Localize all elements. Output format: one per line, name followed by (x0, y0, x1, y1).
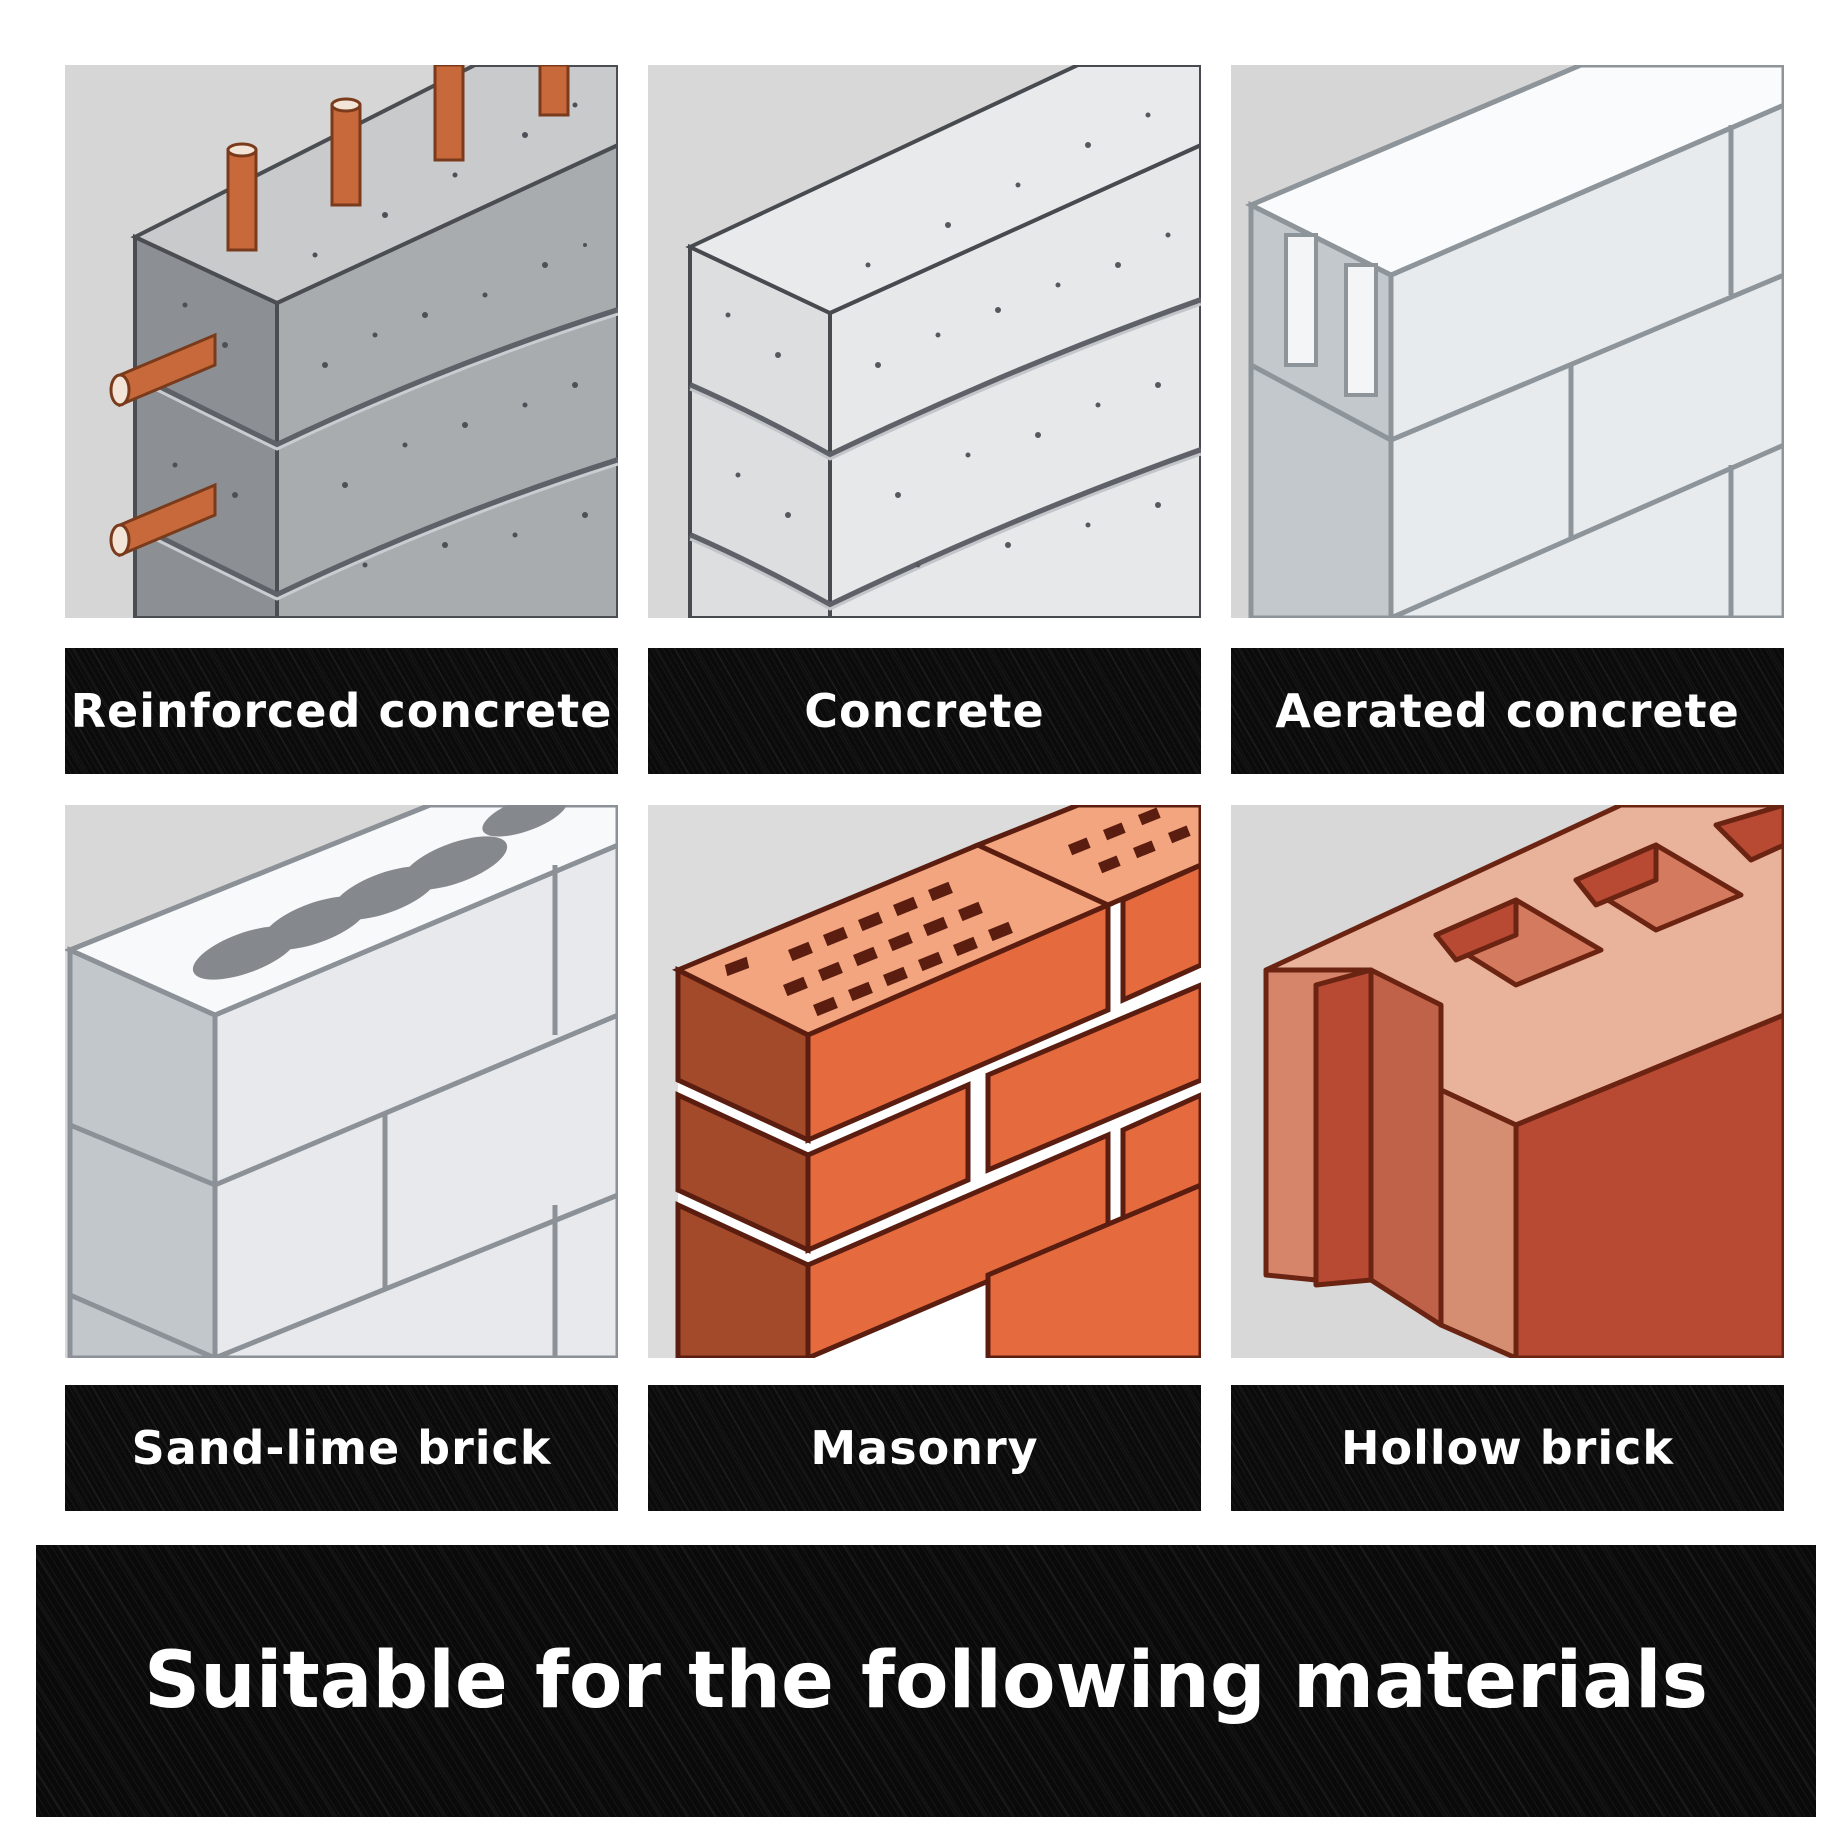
sand-lime-brick-illustration (65, 805, 618, 1358)
material-label-reinforced-concrete: Reinforced concrete (65, 648, 618, 774)
concrete-icon (648, 65, 1201, 618)
aerated-concrete-icon (1231, 65, 1784, 618)
masonry-illustration (648, 805, 1201, 1358)
concrete-illustration (648, 65, 1201, 618)
masonry-icon (648, 805, 1201, 1358)
material-label-aerated-concrete: Aerated concrete (1231, 648, 1784, 774)
reinforced-concrete-icon (65, 65, 618, 618)
suitable-materials-banner: Suitable for the following materials (36, 1545, 1816, 1817)
hollow-brick-icon (1231, 805, 1784, 1358)
hollow-brick-illustration (1231, 805, 1784, 1358)
reinforced-concrete-illustration (65, 65, 618, 618)
material-label-hollow-brick: Hollow brick (1231, 1385, 1784, 1511)
material-label-masonry: Masonry (648, 1385, 1201, 1511)
material-label-sand-lime-brick: Sand-lime brick (65, 1385, 618, 1511)
material-label-concrete: Concrete (648, 648, 1201, 774)
aerated-concrete-illustration (1231, 65, 1784, 618)
sand-lime-brick-icon (65, 805, 618, 1358)
